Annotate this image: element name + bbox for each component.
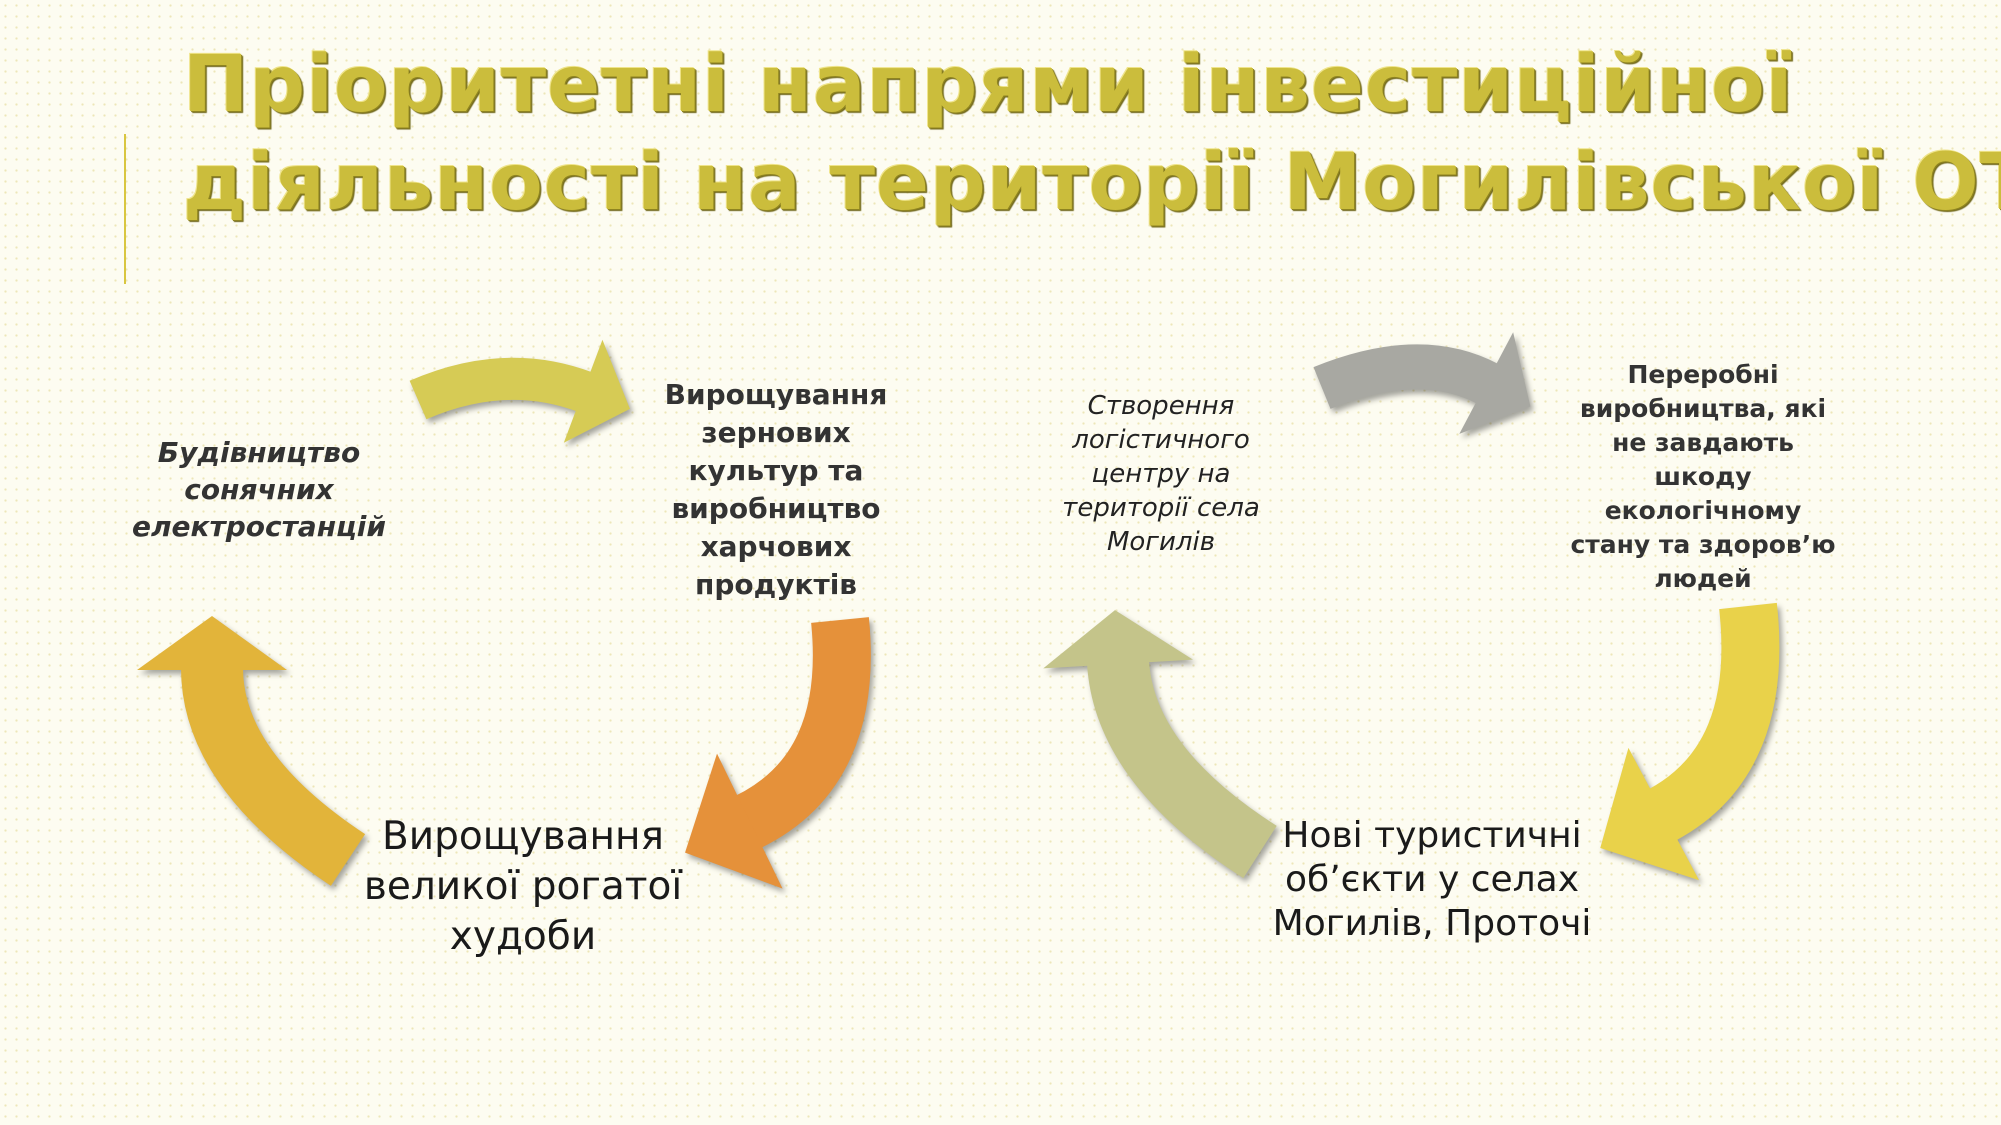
text-line: культур та xyxy=(688,454,864,487)
text-line: екологічному xyxy=(1604,496,1802,525)
text-line: Вирощування xyxy=(382,814,664,859)
arrow-grain-to-cattle-head xyxy=(685,753,783,889)
text-line: об’єкти у селах xyxy=(1284,859,1580,900)
arrow-logistics-to-processing xyxy=(1313,332,1531,434)
label-processing: Переробні виробництва, які не завдають ш… xyxy=(1570,358,1835,596)
arrow-solar-to-grain-head xyxy=(563,339,630,443)
text-line: харчових xyxy=(700,530,852,563)
text-line: електростанцій xyxy=(131,510,387,543)
arrow-tourism-to-logistics-body xyxy=(1087,659,1277,879)
arrow-processing-to-tourism-body xyxy=(1647,602,1780,841)
text-line: стану та здоров’ю xyxy=(1570,530,1836,559)
text-line: Вирощування xyxy=(664,378,888,411)
label-tourism: Нові туристичні об’єкти у селах Могилів,… xyxy=(1273,814,1592,946)
text-line: Нові туристичні xyxy=(1282,815,1582,856)
arrow-grain-to-cattle-body xyxy=(734,617,871,849)
text-line: Створення xyxy=(1087,391,1235,421)
label-logistics-center: Створення логістичного центру на територ… xyxy=(1062,389,1260,559)
text-line: виробництва, які xyxy=(1579,394,1827,423)
arrow-solar-to-grain xyxy=(409,339,630,443)
text-line: зернових xyxy=(701,416,851,449)
text-line: Могилів, Проточі xyxy=(1272,903,1592,944)
accent-divider xyxy=(124,134,126,284)
label-grain-food: Вирощування зернових культур та виробниц… xyxy=(665,376,888,604)
arrow-cattle-to-solar xyxy=(137,616,366,886)
text-line: великої рогатої xyxy=(363,864,683,909)
text-line: людей xyxy=(1654,564,1752,593)
label-solar-plants: Будівництво сонячних електростанцій xyxy=(132,434,386,545)
text-line: виробництво xyxy=(671,492,881,525)
text-line: сонячних xyxy=(184,473,334,506)
label-cattle: Вирощування великої рогатої худоби xyxy=(364,812,682,962)
title-line-1: Пріоритетні напрями інвестиційної xyxy=(183,40,1794,130)
arrow-tourism-to-logistics xyxy=(1043,610,1277,879)
text-line: Будівництво xyxy=(157,436,361,469)
text-line: не завдають xyxy=(1612,428,1794,457)
text-line: худоби xyxy=(449,914,597,959)
arrow-tourism-to-logistics-head xyxy=(1043,610,1193,669)
text-line: території села xyxy=(1062,493,1260,523)
text-line: логістичного xyxy=(1072,425,1250,455)
text-line: продуктів xyxy=(694,568,858,601)
arrow-grain-to-cattle xyxy=(685,617,871,889)
text-line: Переробні xyxy=(1627,360,1779,389)
arrow-logistics-to-processing-body xyxy=(1313,344,1499,409)
arrow-cattle-to-solar-body xyxy=(181,666,366,886)
text-line: шкоду xyxy=(1654,462,1752,491)
text-line: Могилів xyxy=(1106,527,1216,557)
arrow-processing-to-tourism-head xyxy=(1600,747,1700,881)
arrow-processing-to-tourism xyxy=(1600,602,1780,881)
arrow-solar-to-grain-body xyxy=(409,357,593,420)
title-line-2: діяльності на території Могилівської ОТГ xyxy=(183,138,2001,228)
arrow-logistics-to-processing-head xyxy=(1459,332,1531,434)
slide-title: Пріоритетні напрями інвестиційної діяльн… xyxy=(183,36,2001,232)
arrow-cattle-to-solar-head xyxy=(137,616,287,670)
text-line: центру на xyxy=(1091,459,1231,489)
